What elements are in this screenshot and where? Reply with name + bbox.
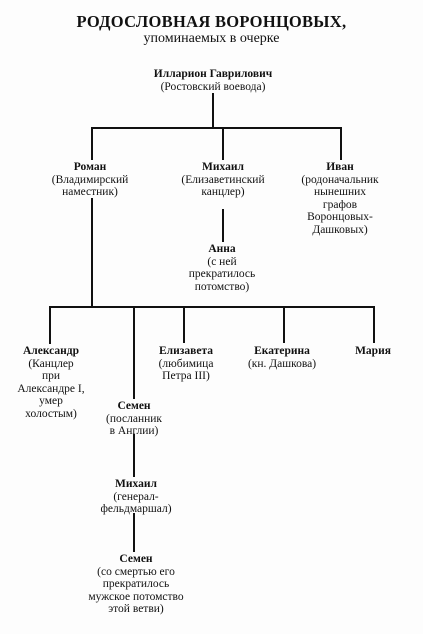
connector-semen1-mikhail2 (133, 434, 135, 477)
connector-mikhail1-anna (222, 209, 224, 242)
chart-title: РОДОСЛОВНАЯ ВОРОНЦОВЫХ, (76, 12, 347, 31)
connector-ivan (340, 127, 342, 160)
node-elizaveta-desc: (любимица Петра III) (158, 357, 214, 383)
node-anna-desc: (с ней прекратилось потомство) (188, 255, 256, 293)
node-illarion-desc: (Ростовский воевода) (160, 80, 266, 93)
node-mikhail-fieldmarshal-desc: (генерал- фельдмаршал) (100, 490, 172, 516)
node-elizaveta: Елизавета (любимица Петра III) (159, 345, 214, 383)
node-ekaterina-name: Екатерина (254, 345, 310, 357)
node-anna-name: Анна (208, 243, 236, 255)
node-mikhail-chancellor-name: Михаил (202, 161, 244, 173)
node-maria-name: Мария (355, 345, 391, 357)
node-ekaterina: Екатерина (кн. Дашкова) (248, 345, 316, 370)
connector-ekaterina (283, 306, 285, 343)
node-alexander-desc: (Канцлер при Александре I, умер холостым… (17, 357, 85, 420)
node-alexander-name: Александр (22, 345, 80, 357)
connector-gen3-bar (49, 306, 374, 308)
connector-elizaveta (183, 306, 185, 343)
node-semen-envoy-desc: (посланник в Англии) (105, 412, 163, 438)
connector-alexander (49, 306, 51, 344)
node-semen-last: Семен (со смертью его прекратилось мужск… (88, 553, 183, 616)
node-roman: Роман (Владимирский наместник) (52, 161, 129, 199)
node-ivan-name: Иван (326, 161, 354, 173)
node-illarion: Илларион Гаврилович (Ростовский воевода) (154, 68, 272, 93)
connector-illarion-down (212, 93, 214, 128)
node-elizaveta-name: Елизавета (159, 345, 213, 357)
connector-gen2-bar (91, 127, 341, 129)
node-illarion-name: Илларион Гаврилович (153, 68, 273, 80)
connector-semen1 (133, 306, 135, 399)
node-semen-envoy: Семен (посланник в Англии) (106, 400, 162, 438)
connector-mikhail2-semen2 (133, 513, 135, 552)
node-roman-desc: (Владимирский наместник) (51, 173, 129, 199)
connector-mikhail1 (222, 127, 224, 160)
node-mikhail-fieldmarshal: Михаил (генерал- фельдмаршал) (100, 478, 171, 516)
node-mikhail-chancellor: Михаил (Елизаветинский канцлер) (181, 161, 264, 199)
connector-roman (91, 127, 93, 160)
node-maria: Мария (355, 345, 391, 358)
connector-maria (373, 306, 375, 343)
node-alexander: Александр (Канцлер при Александре I, уме… (17, 345, 84, 420)
chart-subtitle: упоминаемых в очерке (143, 31, 280, 46)
node-semen-envoy-name: Семен (117, 400, 151, 412)
node-mikhail-fieldmarshal-name: Михаил (115, 478, 157, 490)
node-ekaterina-desc: (кн. Дашкова) (247, 357, 317, 370)
connector-roman-down (91, 198, 93, 307)
node-semen-last-name: Семен (119, 553, 153, 565)
node-anna: Анна (с ней прекратилось потомство) (189, 243, 255, 293)
node-mikhail-chancellor-desc: (Елизаветинский канцлер) (181, 173, 265, 199)
node-semen-last-desc: (со смертью его прекратилось мужское пот… (88, 565, 184, 616)
node-roman-name: Роман (73, 161, 107, 173)
node-ivan-desc: (родоначальник нынешних графов Воронцовы… (301, 173, 379, 236)
node-ivan: Иван (родоначальник нынешних графов Воро… (301, 161, 378, 236)
